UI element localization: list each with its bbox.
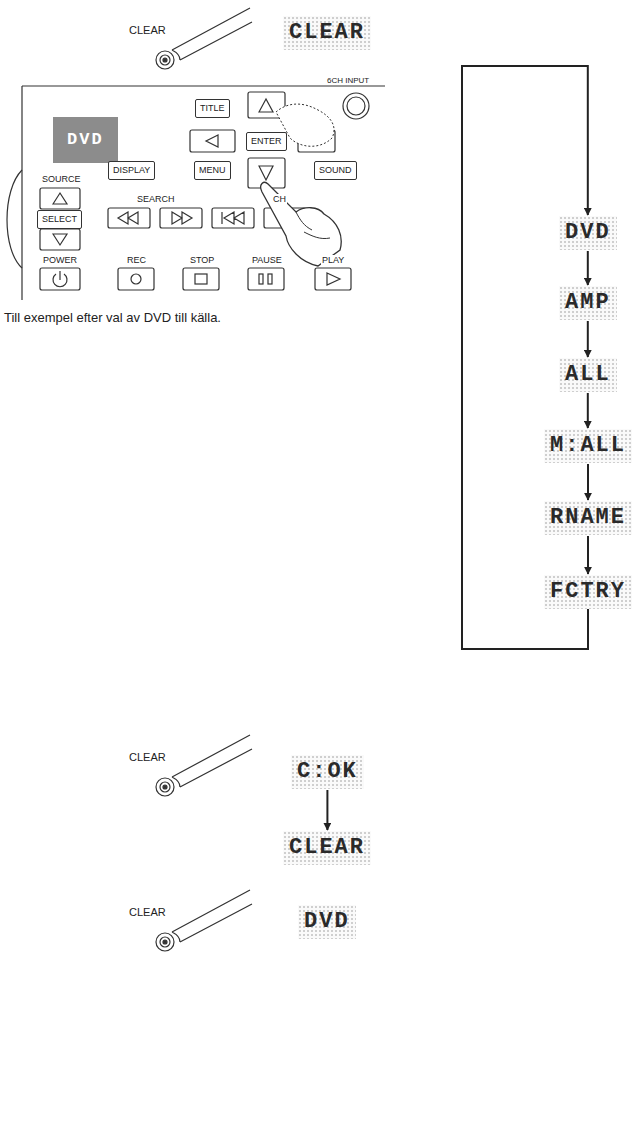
button-label: PLAY (321, 255, 345, 265)
node-text: CLEAR (289, 835, 365, 860)
button-label: 6CH INPUT (326, 76, 370, 85)
node-text: C:OK (297, 759, 358, 784)
lcd-display: CLEAR (283, 16, 371, 50)
caption: Till exempel efter val av DVD till källa… (4, 310, 221, 325)
lcd-display: DVD (298, 905, 356, 939)
pen-label: CLEAR (128, 24, 167, 37)
pen-label: CLEAR (128, 751, 167, 764)
remote-button: TITLE (195, 99, 230, 118)
node-text: RNAME (550, 505, 626, 530)
node-text: DVD (67, 130, 104, 149)
button-label: PAUSE (251, 255, 283, 265)
flow-arrow (326, 790, 328, 830)
remote-button: SOUND (314, 161, 357, 180)
node-text: SELECT (42, 214, 77, 224)
button-label: POWER (42, 255, 78, 265)
button-label: REC (126, 255, 147, 265)
lcd-display: DVD (559, 216, 617, 250)
node-text: MENU (199, 165, 226, 175)
node-text: ALL (565, 362, 611, 387)
node-text: TITLE (200, 103, 225, 113)
lcd-display: ALL (559, 358, 617, 392)
node-text: DISPLAY (113, 165, 150, 175)
node-text: ENTER (251, 136, 282, 146)
button-label: CH (272, 194, 287, 204)
remote-button: SELECT (37, 210, 82, 229)
flow-arrow (587, 393, 589, 428)
flow-arrow (587, 251, 589, 285)
lcd-display: M:ALL (544, 429, 632, 463)
node-text: AMP (565, 290, 611, 315)
node-text: DVD (304, 909, 350, 934)
button-label: SEARCH (136, 194, 176, 204)
node-text: M:ALL (550, 433, 626, 458)
lcd-display: C:OK (291, 755, 364, 789)
node-text: CLEAR (289, 20, 365, 45)
button-label: STOP (189, 255, 215, 265)
node-text: SOUND (319, 165, 352, 175)
flow-arrow (587, 321, 589, 357)
node-text: DVD (565, 220, 611, 245)
flow-arrow (587, 464, 589, 500)
lcd-display: RNAME (544, 501, 632, 535)
remote-button: ENTER (246, 132, 287, 151)
lcd-display: CLEAR (283, 831, 371, 865)
lcd-display: AMP (559, 286, 617, 320)
button-label: SOURCE (41, 174, 82, 184)
remote-button: DISPLAY (108, 161, 155, 180)
pen-label: CLEAR (128, 906, 167, 919)
remote-button: MENU (194, 161, 231, 180)
node-text: FCTRY (550, 579, 626, 604)
remote-lcd: DVD (53, 117, 118, 163)
flow-arrow (587, 536, 589, 574)
lcd-display: FCTRY (544, 575, 632, 609)
